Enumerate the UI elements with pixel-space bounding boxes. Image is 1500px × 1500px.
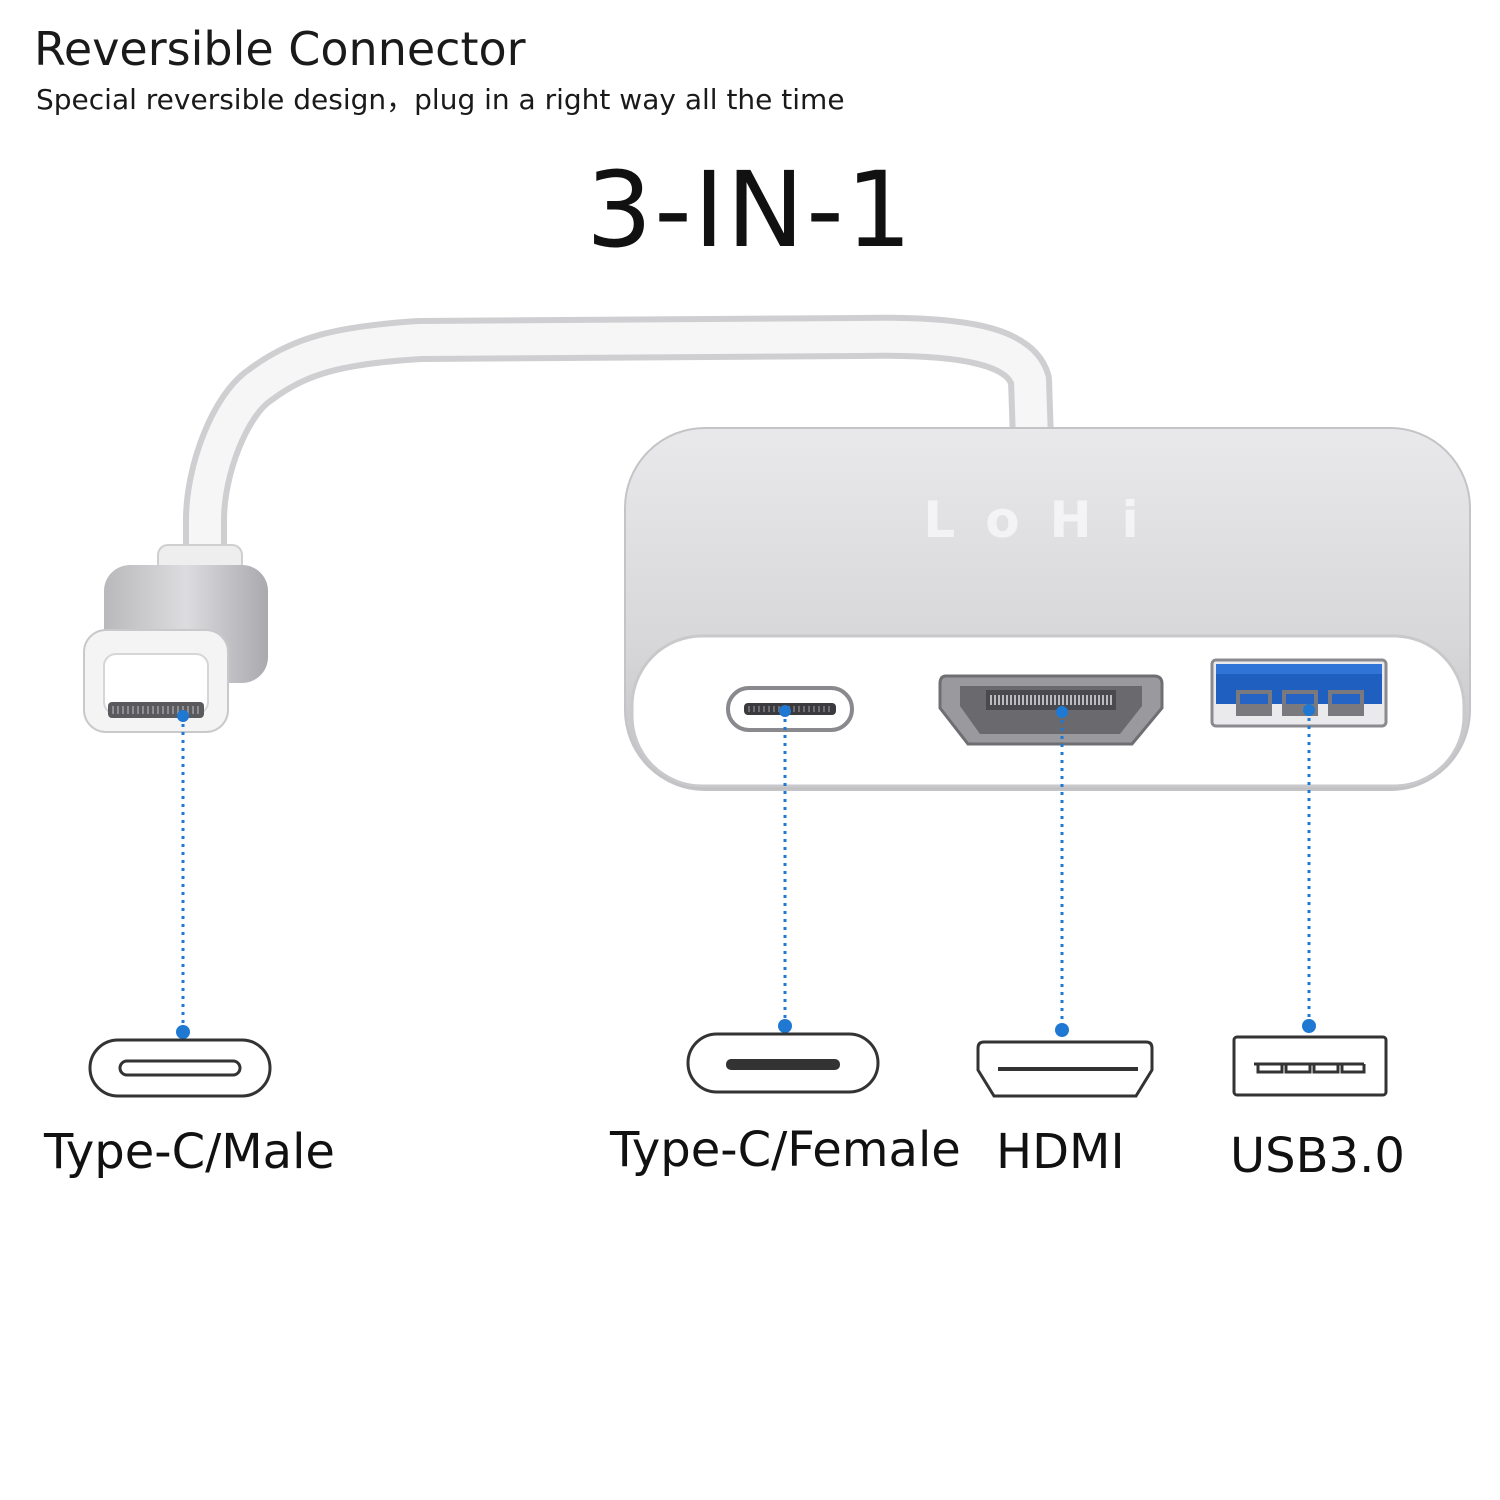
dot-usb3-bottom — [1302, 1019, 1316, 1033]
dot-usb3-top — [1303, 704, 1315, 716]
cable — [183, 314, 1054, 587]
type-c-male-icon — [88, 1038, 272, 1098]
hero-heading: 3-IN-1 — [586, 149, 914, 271]
usb3-port — [1210, 658, 1388, 728]
port-label-hdmi: HDMI — [996, 1124, 1125, 1180]
type-c-plug — [83, 544, 268, 733]
svg-text:LoHi: LoHi — [923, 491, 1168, 549]
dot-type-c-female-bottom — [778, 1019, 792, 1033]
hdmi-icon — [976, 1040, 1154, 1098]
dot-type-c-male-top — [177, 710, 189, 722]
dot-type-c-male-bottom — [176, 1025, 190, 1039]
page-title: Reversible Connector — [34, 22, 526, 76]
dot-hdmi-bottom — [1055, 1023, 1069, 1037]
type-c-female-icon — [686, 1032, 880, 1094]
brand-logo: LoHi — [923, 491, 1168, 549]
port-label-type-c-female: Type-C/Female — [610, 1122, 961, 1178]
dot-hdmi-top — [1056, 706, 1068, 718]
port-label-usb3: USB3.0 — [1230, 1128, 1405, 1184]
usb3-icon — [1232, 1035, 1388, 1097]
port-label-type-c-male: Type-C/Male — [44, 1124, 335, 1180]
hdmi-port — [938, 674, 1164, 746]
leader-dots — [176, 704, 1316, 1039]
page-subtitle: Special reversible design，plug in a righ… — [36, 83, 845, 116]
dot-type-c-female-top — [779, 705, 791, 717]
